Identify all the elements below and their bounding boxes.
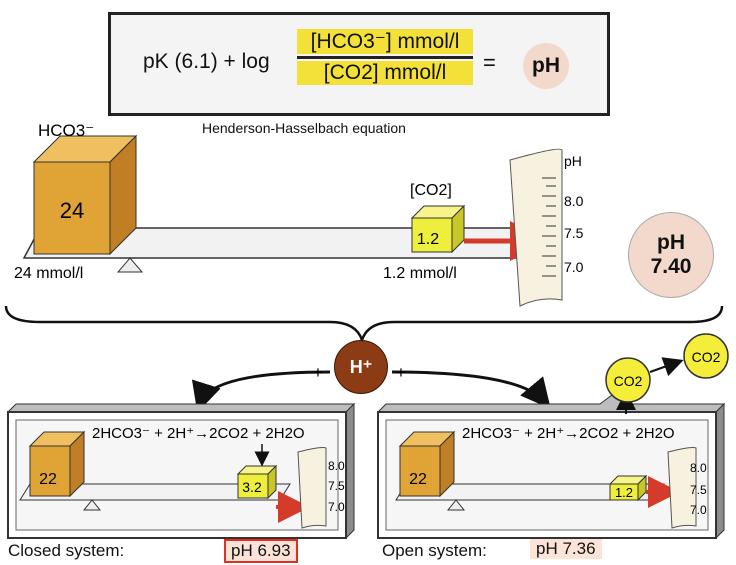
right-curved-arrow [391,370,551,409]
equation-equals: = [483,50,496,75]
top-balance: 24 1.2 pH 8.0 7.5 7.0 [22,134,584,307]
top-fulcrum [116,257,144,273]
ph-result-bubble: pH 7.40 [628,212,714,298]
brace [4,305,724,344]
escaped-co2-bubble [683,333,729,379]
hco3-label: HCO3⁻ [38,121,94,140]
closed-fulcrum [82,499,102,511]
closed-hco3-box [29,445,71,497]
co2-value: 1.2 [417,231,439,248]
open-co2-value: 1.2 [615,485,633,500]
open-panel-top [376,391,726,413]
closed-co2-box [237,473,269,499]
closed-scale-tick-1: 7.5 [328,479,345,493]
ph-result-value: 7.40 [650,255,692,278]
equation-fraction: [HCO3⁻] mmol/l [CO2] mmol/l [297,29,473,85]
equation-numerator: [HCO3⁻] mmol/l [297,29,473,54]
closed-system-panel: 22 3.2 8.0 7.5 7.0 2HCO3⁻ + 2H⁺→2CO2 + 2… [6,402,356,540]
closed-scale-tick-2: 7.0 [328,500,345,514]
closed-panel-top [6,403,356,413]
co2-label: [CO2] [410,182,452,199]
closed-system-label: Closed system: [8,541,125,560]
equation-left-text: pK (6.1) + log [143,50,270,73]
top-scale-title: pH [564,153,582,169]
hco3-concentration: 24 mmol/l [14,265,83,282]
top-scale-tick-2: 7.0 [564,259,584,275]
open-hco3-box [399,445,441,497]
left-curved-arrow [191,370,331,413]
co2-concentration: 1.2 mmol/l [383,265,457,282]
top-scale-tick-1: 7.5 [564,225,584,241]
open-fulcrum [446,499,466,511]
co2-box [411,217,453,253]
closed-ph-scale [297,447,327,529]
open-ph-scale [667,447,697,529]
closed-co2-value: 3.2 [242,479,262,495]
open-scale-tick-0: 8.0 [690,461,707,475]
equation-denominator: [CO2] mmol/l [297,61,473,85]
hco3-value: 24 [60,198,84,223]
equation-caption: Henderson-Hasselbach equation [202,120,406,136]
closed-scale-tick-0: 8.0 [328,459,345,473]
open-scale-tick-2: 7.0 [690,503,707,517]
open-hco3-value: 22 [409,471,427,488]
open-system-label: Open system: [382,541,487,560]
open-co2-box [609,483,639,501]
top-scale-tick-0: 8.0 [564,193,584,209]
equation-result-bubble: pH [523,43,569,89]
escaped-co2-label: CO2 [692,349,721,365]
ph-result-label: pH [657,230,685,254]
hco3-box [33,161,111,255]
closed-system-ph: pH 6.93 [224,539,298,563]
open-co2-bubble [605,357,651,403]
top-ph-scale [509,148,563,307]
open-system-ph: pH 7.36 [530,539,602,559]
closed-reaction: 2HCO3⁻ + 2H⁺→2CO2 + 2H2O [92,425,305,442]
proton-right-sign: + [396,363,406,382]
open-scale-tick-1: 7.5 [690,483,707,497]
open-co2-bubble-label: CO2 [614,373,643,389]
proton-circle: H⁺ [334,340,388,394]
equation-result: pH [532,54,560,77]
proton-symbol: H⁺ [349,356,373,377]
closed-panel-side [345,402,355,540]
escape-arrow [649,357,684,377]
open-system-panel: 22 1.2 8.0 7.5 7.0 2HCO3⁻ + 2H⁺→2CO2 + 2… [376,333,729,540]
proton-left-sign: + [313,363,323,382]
closed-hco3-value: 22 [39,471,57,488]
equation-box: pK (6.1) + log [HCO3⁻] mmol/l [CO2] mmol… [108,12,610,116]
open-panel-side [715,402,725,540]
open-reaction: 2HCO3⁻ + 2H⁺→2CO2 + 2H2O [462,425,675,442]
